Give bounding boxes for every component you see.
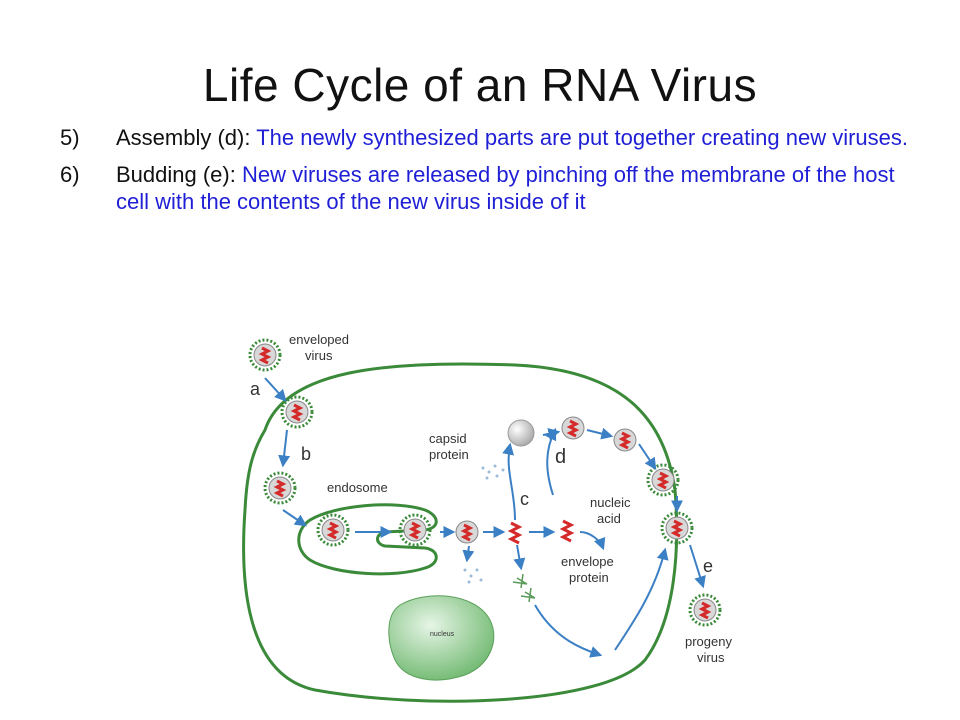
enveloped-virus-icon [248, 338, 282, 372]
nucleus-label: nucleus [430, 631, 455, 638]
capsid-protein-dots [463, 464, 505, 584]
label-capsid: capsid [429, 431, 467, 446]
label-endosome: endosome [327, 480, 388, 495]
rna-icon [561, 519, 573, 543]
budding-virus-icon [660, 511, 694, 545]
slide-title: Life Cycle of an RNA Virus [202, 59, 758, 111]
endosome [297, 503, 438, 576]
assembled-capsid-icon [612, 427, 638, 453]
label-envelope: envelope [561, 554, 614, 569]
label-a: a [250, 379, 261, 399]
label-capsid-protein: protein [429, 447, 469, 462]
envelope-protein-cluster [512, 573, 536, 603]
bullet-text: The newly synthesized parts are put toge… [256, 125, 908, 150]
label-nucleic: nucleic [590, 495, 631, 510]
label-progeny-virus: virus [697, 650, 725, 665]
endosome-virus-icon [398, 513, 432, 547]
label-e: e [703, 556, 713, 576]
flow-arrows [264, 377, 706, 658]
bullet-list: 5) Assembly (d): The newly synthesized p… [60, 124, 910, 225]
bullet-text: New viruses are released by pinching off… [116, 162, 895, 214]
bullet-number: 5) [60, 125, 80, 150]
entering-virus-icon [263, 471, 297, 505]
bullet-number: 6) [60, 162, 80, 187]
label-envelope-protein: protein [569, 570, 609, 585]
label-d: d [555, 446, 566, 468]
virus-life-cycle-diagram: nucleus [242, 332, 732, 703]
budding-virus-icon [646, 463, 680, 497]
host-cell-membrane [242, 362, 679, 703]
progeny-virus-icon [688, 593, 722, 627]
bullet-budding: 6) Budding (e): New viruses are released… [60, 161, 910, 215]
capsid-protein-icon [507, 419, 535, 447]
bullet-term: Budding (e): [116, 162, 236, 187]
rna-icon [509, 521, 521, 545]
label-nucleic-acid: acid [597, 511, 621, 526]
nucleus [388, 595, 495, 681]
endosome-virus-icon [316, 513, 350, 547]
bullet-assembly: 5) Assembly (d): The newly synthesized p… [60, 124, 910, 151]
label-b: b [301, 444, 311, 464]
label-c: c [520, 489, 529, 509]
label-progeny: progeny [685, 634, 732, 649]
uncoating-capsid-icon [454, 519, 480, 545]
bullet-term: Assembly (d): [116, 125, 251, 150]
label-virus: virus [305, 348, 333, 363]
label-enveloped: enveloped [289, 332, 349, 347]
assembled-capsid-icon [560, 415, 586, 441]
